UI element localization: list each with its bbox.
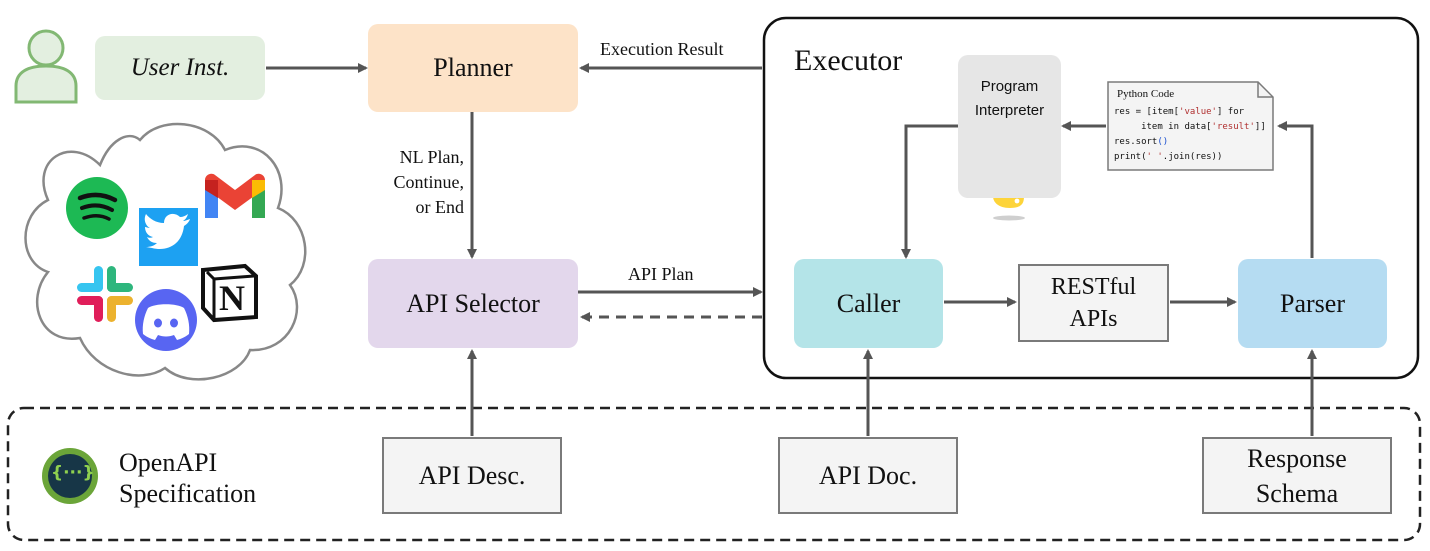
executor-label: Executor — [794, 44, 903, 77]
code-line-1: res = [item['value'] for — [1114, 107, 1245, 117]
caller-label: Caller — [836, 288, 901, 318]
api-plan-label: API Plan — [628, 264, 694, 284]
user-instruction-label: User Inst. — [130, 54, 230, 81]
response-schema-line2: Schema — [1255, 478, 1339, 508]
api-selector-label: API Selector — [406, 288, 540, 318]
api-desc-box: API Desc. — [382, 437, 562, 514]
planner-box: Planner — [368, 24, 578, 112]
nl-plan-line2: Continue, — [393, 172, 465, 192]
code-line-3: res.sort() — [1114, 137, 1169, 147]
user-person-icon — [14, 29, 78, 104]
openapi-spec-line2: Specification — [119, 479, 257, 508]
user-instruction-box: User Inst. — [95, 36, 265, 100]
interpreter-label-line1: Program — [980, 78, 1039, 95]
caller-box: Caller — [794, 259, 943, 348]
nl-plan-line3: or End — [415, 197, 465, 217]
planner-label: Planner — [433, 53, 513, 82]
slack-icon — [77, 266, 133, 322]
parser-box: Parser — [1238, 259, 1387, 348]
nl-plan-line1: NL Plan, — [399, 147, 464, 167]
twitter-icon — [139, 208, 198, 266]
program-interpreter-box: Program Interpreter — [958, 55, 1061, 198]
executor-frame — [762, 16, 1420, 380]
python-code-title: Python Code — [1117, 88, 1175, 100]
nl-plan-label: NL Plan, Continue, or End — [364, 145, 465, 220]
parser-label: Parser — [1280, 288, 1345, 318]
openapi-spec-label: OpenAPI Specification — [119, 447, 256, 509]
code-line-2: item in data['result']] — [1114, 122, 1266, 132]
openapi-icon — [42, 448, 98, 504]
restful-label-line2: APIs — [1069, 306, 1118, 332]
api-doc-box: API Doc. — [778, 437, 958, 514]
api-desc-label: API Desc. — [418, 460, 526, 490]
interpreter-label-line2: Interpreter — [974, 102, 1045, 119]
code-line-4: print(' '.join(res)) — [1114, 152, 1223, 162]
discord-icon — [135, 289, 197, 351]
response-schema-line1: Response — [1247, 443, 1347, 473]
openapi-logo-braces: {···} — [51, 463, 95, 483]
execution-result-label: Execution Result — [600, 39, 724, 59]
arrow-interpreter-to-caller — [901, 124, 958, 259]
api-doc-label: API Doc. — [818, 460, 918, 490]
openapi-spec-line1: OpenAPI — [119, 448, 218, 477]
response-schema-box: Response Schema — [1202, 437, 1392, 514]
gmail-icon — [205, 173, 265, 218]
openapi-region-border — [6, 406, 1422, 542]
notion-icon — [201, 263, 258, 323]
restful-apis-box: RESTful APIs — [1018, 264, 1169, 342]
restful-label-line1: RESTful — [1050, 274, 1137, 300]
arrow-parser-to-code — [1277, 121, 1314, 258]
spotify-icon — [66, 177, 128, 239]
api-selector-box: API Selector — [368, 259, 578, 348]
python-code-box — [1107, 81, 1274, 171]
notion-letter: N — [219, 278, 245, 318]
